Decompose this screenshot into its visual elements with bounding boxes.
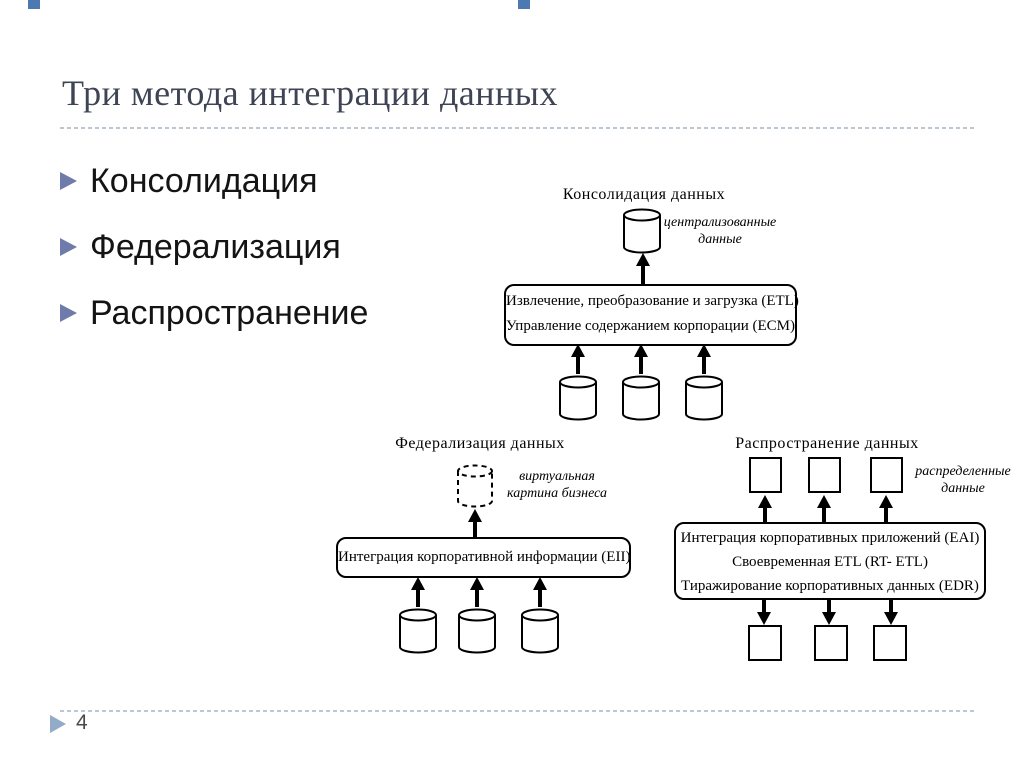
top-decoration-square-icon	[28, 0, 40, 9]
application-square-icon	[748, 625, 782, 661]
arrow-up-icon	[571, 344, 585, 374]
database-cylinder-icon	[521, 608, 559, 654]
arrow-up-icon	[411, 577, 425, 607]
arrow-down-icon	[757, 598, 771, 625]
application-square-icon	[873, 625, 907, 661]
top-decoration-square-icon	[518, 0, 530, 9]
page-title: Три метода интеграции данных	[62, 73, 558, 113]
title-underline	[60, 127, 975, 129]
bullet-label: Консолидация	[90, 161, 318, 200]
diagram-federation-box: Интеграция корпоративной информации (EII…	[336, 537, 631, 578]
footer-divider	[60, 710, 975, 712]
arrow-up-icon	[634, 344, 648, 374]
diagram-caption: виртуальная картина бизнеса	[507, 469, 607, 501]
list-item: Федерализация	[60, 214, 368, 280]
diagram-caption: централизованные данные	[663, 215, 777, 247]
bullet-label: Распространение	[90, 293, 369, 332]
bullet-label: Федерализация	[90, 227, 341, 266]
application-square-icon	[814, 625, 848, 661]
diagram-propagation-box: Интеграция корпоративных приложений (EAI…	[674, 522, 986, 600]
database-cylinder-icon	[622, 375, 660, 421]
database-cylinder-icon	[399, 608, 437, 654]
diagram-propagation-title: Распространение данных	[735, 435, 919, 452]
list-item: Консолидация	[60, 148, 368, 214]
application-square-icon	[749, 457, 782, 493]
database-cylinder-icon	[458, 608, 496, 654]
database-cylinder-icon	[685, 375, 723, 421]
arrow-up-icon	[758, 495, 772, 522]
triangle-bullet-icon	[60, 172, 77, 190]
arrow-up-icon	[636, 253, 650, 284]
virtual-database-dashed-cylinder-icon	[457, 464, 493, 508]
arrow-down-icon	[822, 598, 836, 625]
arrow-up-icon	[533, 577, 547, 607]
database-cylinder-icon	[559, 375, 597, 421]
page-number: 4	[76, 711, 88, 734]
diagram-caption: распределенные данные	[915, 464, 1011, 496]
diagram-federation-title: Федерализация данных	[395, 435, 565, 452]
application-square-icon	[808, 457, 841, 493]
arrow-up-icon	[470, 577, 484, 607]
bullet-list: Консолидация Федерализация Распространен…	[60, 148, 368, 346]
arrow-up-icon	[697, 344, 711, 374]
triangle-bullet-icon	[60, 304, 77, 322]
arrow-up-icon	[817, 495, 831, 522]
diagram-consolidation-box: Извлечение, преобразование и загрузка (E…	[504, 284, 799, 346]
database-cylinder-icon	[623, 208, 661, 254]
arrow-up-icon	[468, 509, 482, 537]
footer-triangle-icon	[50, 715, 66, 733]
triangle-bullet-icon	[60, 238, 77, 256]
list-item: Распространение	[60, 280, 368, 346]
arrow-up-icon	[879, 495, 893, 522]
diagram-consolidation-title: Консолидация данных	[562, 186, 726, 203]
arrow-down-icon	[884, 598, 898, 625]
application-square-icon	[870, 457, 903, 493]
